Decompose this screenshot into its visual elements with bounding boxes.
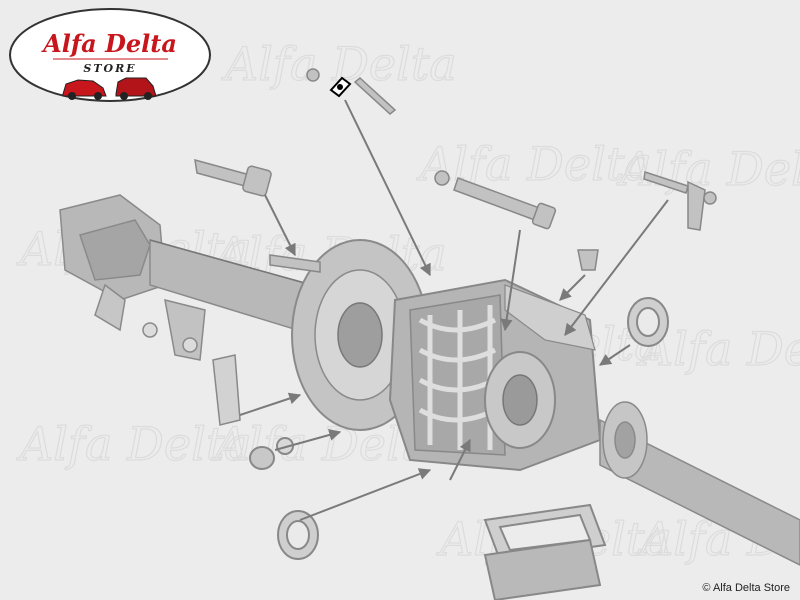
logo-brand-text: Alfa Delta (41, 29, 177, 58)
right-axle-housing (599, 401, 800, 566)
red-car-icon (115, 77, 157, 100)
locking-washer-icon[interactable] (329, 76, 352, 98)
watermark-text: Alfa Delta (416, 137, 652, 191)
copyright-notice: © Alfa Delta Store (702, 582, 790, 594)
red-car-icon (62, 79, 107, 100)
callout-arrows (239, 99, 669, 521)
differential-housing (388, 278, 602, 472)
rings-and-gaskets (249, 297, 669, 600)
logo-subtitle-text: STORE (83, 62, 136, 75)
watermark-text: Alfa Delta (616, 142, 800, 196)
loose-parts (194, 68, 717, 426)
store-logo[interactable]: Alfa Delta STORE (8, 6, 212, 104)
watermark-text: Alfa Delta (16, 417, 252, 471)
left-axle-housing (59, 194, 331, 361)
